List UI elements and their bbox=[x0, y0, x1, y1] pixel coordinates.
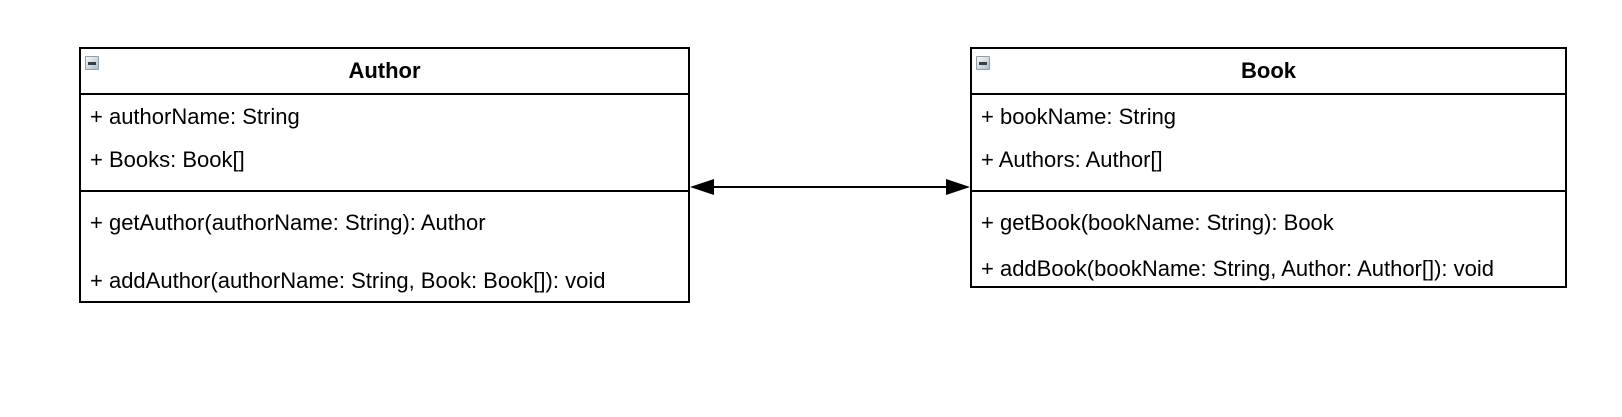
attributes-compartment: + bookName: String + Authors: Author[] bbox=[972, 95, 1565, 192]
attributes-compartment: + authorName: String + Books: Book[] bbox=[81, 95, 688, 192]
methods-compartment: + getAuthor(authorName: String): Author … bbox=[81, 192, 688, 310]
class-name: Author bbox=[348, 58, 421, 83]
uml-class-author[interactable]: Author + authorName: String + Books: Boo… bbox=[79, 47, 690, 303]
method-line: + addBook(bookName: String, Author: Auth… bbox=[981, 256, 1495, 281]
attribute-line: + authorName: String bbox=[90, 103, 300, 129]
methods-compartment: + getBook(bookName: String): Book + addB… bbox=[972, 192, 1565, 292]
minus-icon bbox=[979, 61, 987, 65]
method-line: + addAuthor(authorName: String, Book: Bo… bbox=[90, 268, 606, 293]
association-arrow[interactable] bbox=[688, 171, 972, 203]
class-title-bar: Book bbox=[972, 49, 1565, 95]
attribute-line: + bookName: String bbox=[981, 103, 1177, 129]
minus-icon bbox=[88, 61, 96, 65]
class-name: Book bbox=[1241, 58, 1296, 83]
class-title-bar: Author bbox=[81, 49, 688, 95]
arrowhead-left-icon bbox=[690, 179, 714, 195]
collapse-button[interactable] bbox=[976, 56, 990, 70]
method-line: + getAuthor(authorName: String): Author bbox=[90, 210, 486, 235]
uml-class-book[interactable]: Book + bookName: String + Authors: Autho… bbox=[970, 47, 1567, 288]
arrowhead-right-icon bbox=[946, 179, 970, 195]
attribute-line: + Authors: Author[] bbox=[981, 146, 1163, 172]
method-line: + getBook(bookName: String): Book bbox=[981, 210, 1334, 235]
collapse-button[interactable] bbox=[85, 56, 99, 70]
attribute-line: + Books: Book[] bbox=[90, 146, 245, 172]
